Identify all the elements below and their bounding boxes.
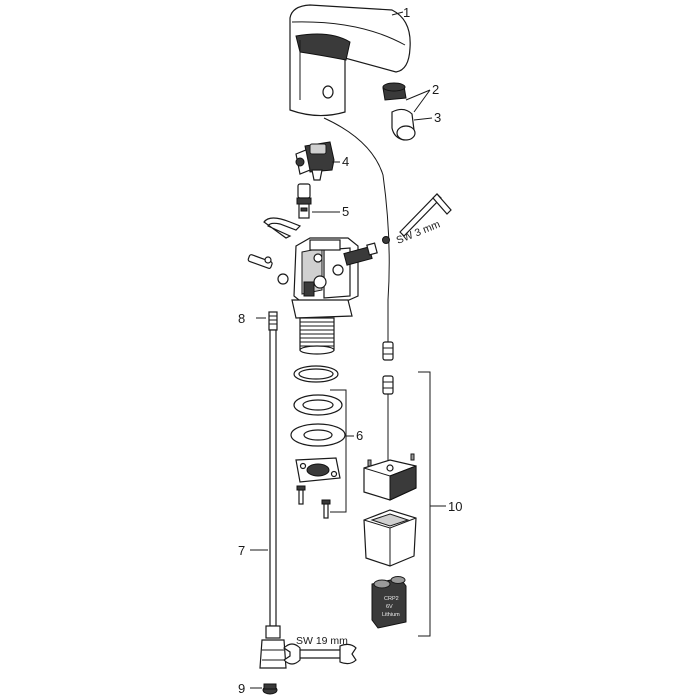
wrench-tool [283, 643, 357, 665]
callout-2: 2 [432, 82, 439, 97]
battery: CRP2 6V Lithium [371, 576, 407, 629]
cable-connector-top [382, 341, 394, 361]
flexible-hose [259, 311, 287, 669]
small-fixings [247, 254, 289, 285]
aerator [382, 82, 407, 101]
mounting-bolts [296, 485, 331, 519]
battery-text-line-2: 6V [386, 604, 393, 610]
sensor-cable [323, 117, 390, 342]
hex-key-tool [399, 193, 452, 237]
battery-housing [363, 509, 417, 567]
wrench-label: SW 19 mm [296, 635, 348, 647]
faucet-body [289, 4, 411, 117]
callout-8: 8 [238, 311, 245, 326]
side-cartridge [343, 236, 390, 266]
retaining-clip [263, 217, 302, 239]
callout-1: 1 [403, 5, 410, 20]
mounting-plate [295, 457, 341, 483]
threaded-shank [299, 317, 335, 355]
battery-lid [363, 453, 417, 501]
washer-3 [290, 423, 346, 447]
callout-3: 3 [434, 110, 441, 125]
solenoid-valve [295, 141, 335, 181]
callout-4: 4 [342, 154, 349, 169]
sealing-plug [262, 683, 278, 695]
callout-10: 10 [448, 499, 462, 514]
valve-housing [291, 237, 359, 319]
callout-6: 6 [356, 428, 363, 443]
hex-key-label: SW 3 mm [395, 218, 442, 246]
washer-2 [293, 394, 343, 416]
aerator-key [391, 108, 416, 141]
battery-cable [382, 375, 394, 462]
check-valve [296, 183, 312, 219]
battery-text-line-3: Lithium [382, 612, 400, 618]
callout-9: 9 [238, 681, 245, 696]
battery-text-line-1: CRP2 [384, 596, 399, 602]
washer-1 [293, 365, 339, 383]
callout-5: 5 [342, 204, 349, 219]
callout-7: 7 [238, 543, 245, 558]
leader-lines [250, 11, 446, 689]
